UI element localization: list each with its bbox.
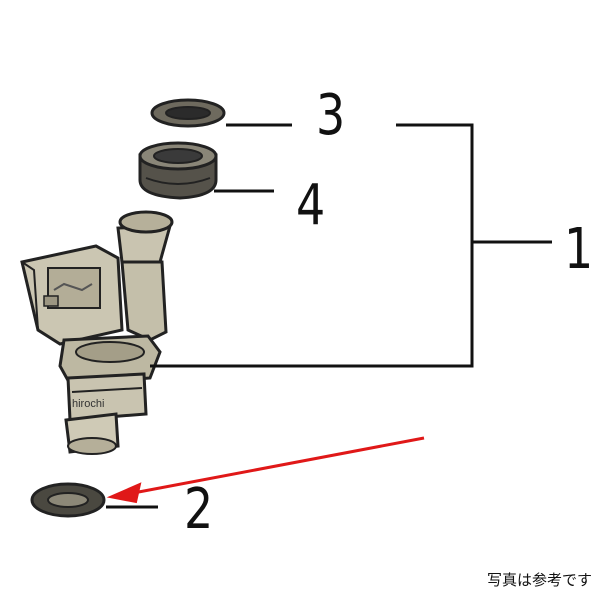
callout-number-4: 4 [296, 173, 326, 238]
callout-number-2: 2 [184, 477, 214, 542]
callout-number-1: 1 [564, 217, 594, 282]
o-ring-part-2 [30, 482, 106, 518]
bracket-1 [150, 123, 474, 368]
watermark-text: hirochi [72, 398, 105, 410]
leader-lines [106, 123, 552, 509]
callout-number-3: 3 [316, 83, 346, 148]
reference-photo-note: 写真は参考です [486, 571, 592, 589]
grommet-part-4 [138, 141, 218, 200]
fuel-injector-body [20, 210, 174, 455]
o-ring-part-3 [150, 98, 226, 128]
red-pointer-arrow-icon [106, 436, 425, 504]
